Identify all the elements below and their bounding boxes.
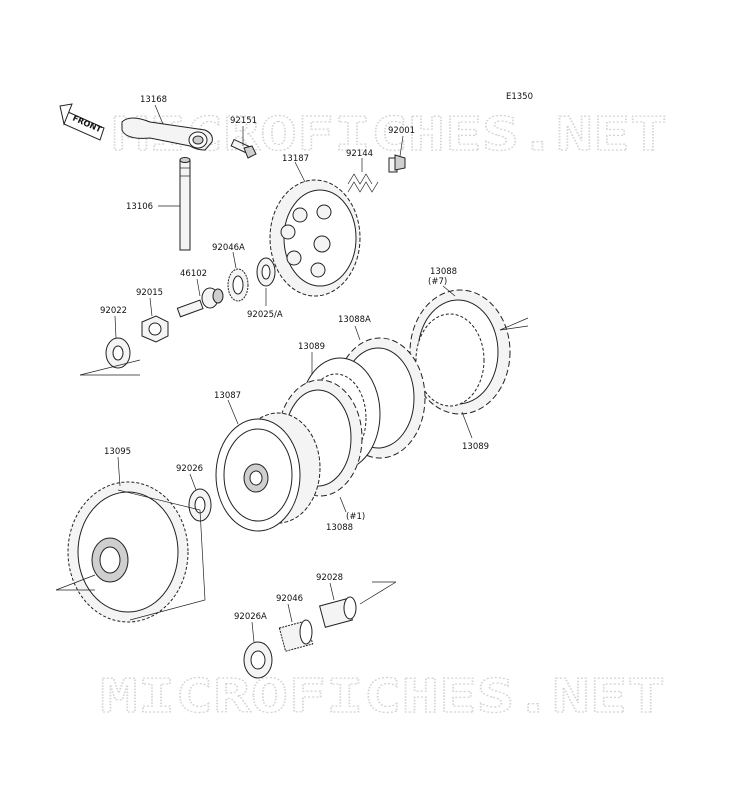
part-13087-clutch-hub [215,412,321,532]
label-92151: 92151 [230,116,257,126]
part-13106-shaft [179,157,191,251]
part-92015-nut [141,315,169,343]
diagram-code: E1350 [506,92,533,102]
label-13087: 13087 [214,391,241,401]
part-46102-push-rod [176,287,224,318]
label-13088-top: 13088 [430,267,457,277]
label-92046A: 92046A [212,243,245,253]
label-13088A: 13088A [338,315,371,325]
label-46102: 46102 [180,269,207,279]
label-92015: 92015 [136,288,163,298]
label-92028: 92028 [316,573,343,583]
part-92026-washer [188,488,212,522]
part-13095-clutch-housing [67,481,206,623]
label-13187: 13187 [282,154,309,164]
label-92001: 92001 [388,126,415,136]
label-13095: 13095 [104,447,131,457]
part-13168-clutch-lever [121,117,213,151]
label-92022: 92022 [100,306,127,316]
label-92046: 92046 [276,594,303,604]
part-92144-spring [347,173,379,193]
part-92151-bolt [230,138,257,159]
label-92026: 92026 [176,464,203,474]
label-92026A: 92026A [234,612,267,622]
part-92022-washer [105,337,131,369]
part-92046A-needle-bearing [227,268,249,302]
part-92028-sleeve [319,596,357,628]
front-arrow-icon: FRONT [59,103,105,141]
label-13106: 13106 [126,202,153,212]
part-92046-needle-bearing [278,619,314,652]
part-92025A-washer [256,257,276,287]
label-13088-top-note: (#7) [428,277,447,287]
part-92001-bolt [388,154,406,173]
label-13088-bottom-note: (#1) [346,512,365,522]
label-13089-right: 13089 [462,442,489,452]
label-13168: 13168 [140,95,167,105]
part-92026A-washer [243,641,273,679]
label-13088-bottom: 13088 [326,523,353,533]
label-92025A: 92025/A [247,310,283,320]
label-92144: 92144 [346,149,373,159]
part-13187-pressure-plate [269,179,361,297]
label-13089-left: 13089 [298,342,325,352]
part-13088-friction-plate-top [409,289,511,415]
watermark-bottom: MICROFICHES.NET [100,669,665,723]
